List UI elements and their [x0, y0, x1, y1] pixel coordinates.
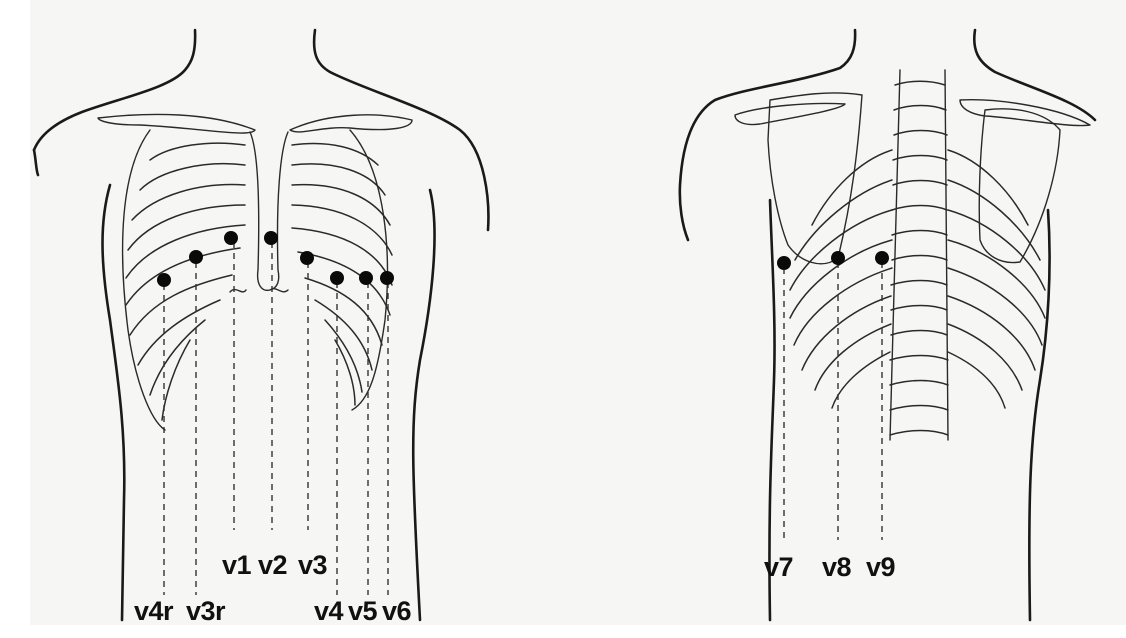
posterior-torso [678, 28, 1097, 622]
posterior-electrodes [777, 251, 889, 270]
anterior-electrodes [157, 231, 394, 287]
spine [889, 69, 949, 441]
label-v8: v8 [822, 552, 852, 582]
anterior-neck-right [312, 28, 490, 232]
anterior-torso [32, 28, 490, 622]
label-v5: v5 [348, 596, 378, 626]
anterior-left-side [101, 183, 126, 622]
posterior-neck-right [973, 28, 1097, 122]
electrode-v3r [189, 250, 203, 264]
electrode-v7 [777, 256, 791, 270]
electrode-v4r [157, 273, 171, 287]
posterior-labels: v7 v8 v9 [764, 552, 896, 582]
label-v6: v6 [382, 596, 412, 626]
label-v4r: v4r [134, 596, 174, 626]
left-acromion [734, 102, 846, 126]
posterior-neck-left [678, 28, 857, 242]
right-scapula [978, 108, 1061, 264]
left-clavicle [97, 113, 256, 134]
posterior-left-ribs [789, 149, 893, 409]
electrode-v8 [831, 251, 845, 265]
posterior-right-side [1028, 208, 1051, 622]
anterior-labels: v1 v2 v3 v4r v3r v4 v5 v6 [134, 550, 412, 626]
electrode-v9 [875, 251, 889, 265]
left-ribs [125, 142, 246, 421]
anterior-leader-lines [163, 242, 389, 595]
electrode-v3 [300, 251, 314, 265]
label-v4: v4 [314, 596, 344, 626]
anterior-left-arm [32, 148, 40, 177]
electrode-v6 [380, 271, 394, 285]
electrode-v1 [224, 231, 238, 245]
label-v7: v7 [764, 552, 793, 582]
label-v3: v3 [298, 550, 328, 580]
label-v9: v9 [866, 552, 896, 582]
right-ribs [291, 142, 393, 406]
electrode-v5 [359, 271, 373, 285]
label-v3r: v3r [186, 596, 226, 626]
posterior-right-ribs [947, 149, 1046, 409]
anterior-right-side [411, 188, 436, 622]
label-v2: v2 [258, 550, 287, 580]
posterior-left-side [768, 198, 776, 622]
right-clavicle [289, 114, 413, 133]
posterior-leader-lines [783, 262, 883, 540]
page-background [30, 0, 1126, 625]
label-v1: v1 [222, 550, 252, 580]
electrode-v4 [330, 271, 344, 285]
electrode-v2 [264, 231, 278, 245]
anterior-neck-left [32, 28, 197, 152]
right-acromion [959, 99, 1091, 127]
left-ribcage-outline [121, 129, 166, 431]
